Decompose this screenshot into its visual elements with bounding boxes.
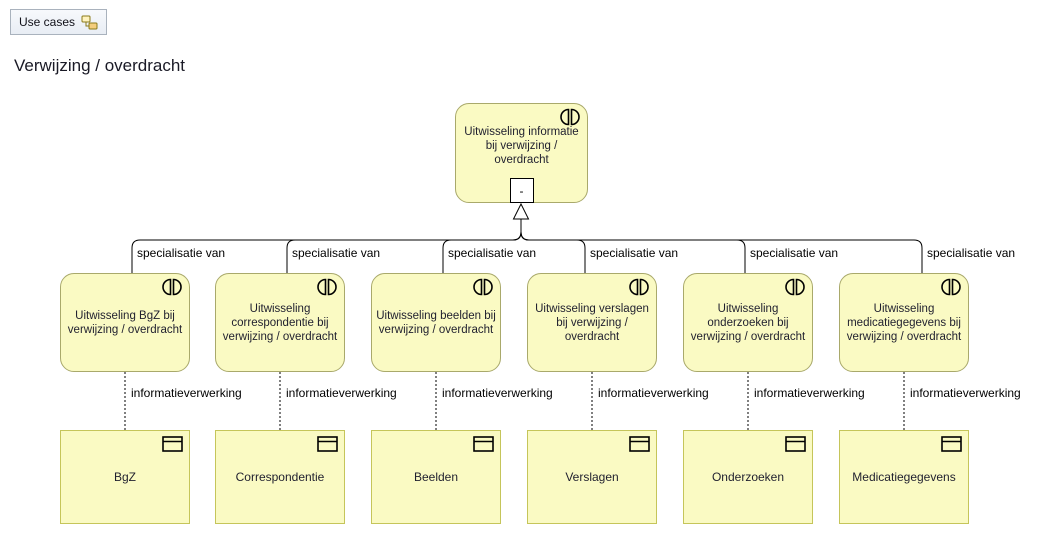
specialization-label: specialisatie van [292,246,381,260]
association-label: informatieverwerking [754,386,865,400]
object-label: Beelden [413,470,459,484]
object-label: Correspondentie [235,470,325,484]
specialization-label: specialisatie van [137,246,226,260]
usecase-label: Uitwisseling onderzoeken bij verwijzing … [690,302,806,343]
interaction-icon [316,278,338,296]
specialization-label: specialisatie van [927,246,1016,260]
usecase-label: Uitwisseling medicatiegegevens bij verwi… [846,302,962,343]
object-verslagen[interactable]: Verslagen [527,430,657,524]
object-beelden[interactable]: Beelden [371,430,501,524]
object-label: Medicatiegegevens [852,470,956,484]
usecase-label: Uitwisseling beelden bij verwijzing / ov… [376,309,496,336]
use-cases-button[interactable]: Use cases [10,9,108,35]
object-correspondentie[interactable]: Correspondentie [215,430,345,524]
specialization-label: specialisatie van [448,246,537,260]
interaction-icon [472,278,494,296]
association-label: informatieverwerking [442,386,553,400]
business-object-icon [629,436,650,452]
interaction-icon [559,108,581,126]
interaction-icon [784,278,806,296]
usecase-correspondentie[interactable]: Uitwisseling correspondentie bij verwijz… [215,273,345,372]
usecase-bgz[interactable]: Uitwisseling BgZ bij verwijzing / overdr… [60,273,190,372]
collapse-toggle[interactable]: - [509,178,534,203]
specialization-connector [520,219,923,273]
usecase-parent[interactable]: Uitwisseling informatie bij verwijzing /… [455,103,588,203]
usecase-label: Uitwisseling correspondentie bij verwijz… [222,302,338,343]
specialization-label: specialisatie van [750,246,839,260]
object-bgz[interactable]: BgZ [60,430,190,524]
object-label: Verslagen [565,470,619,484]
usecase-label: Uitwisseling verslagen bij verwijzing / … [535,302,649,343]
interaction-icon [628,278,650,296]
object-onderzoeken[interactable]: Onderzoeken [683,430,813,524]
use-cases-button-label: Use cases [19,15,76,29]
object-label: Onderzoeken [711,470,785,484]
object-label: BgZ [113,470,136,484]
association-label: informatieverwerking [910,386,1021,400]
usecase-label: Uitwisseling BgZ bij verwijzing / overdr… [67,309,183,336]
usecase-medicatiegegevens[interactable]: Uitwisseling medicatiegegevens bij verwi… [839,273,969,372]
specialization-arrowhead [512,202,530,220]
specialization-label: specialisatie van [590,246,679,260]
association-label: informatieverwerking [286,386,397,400]
usecase-label: Uitwisseling informatie bij verwijzing /… [464,126,579,166]
usecase-verslagen[interactable]: Uitwisseling verslagen bij verwijzing / … [527,273,657,372]
interaction-icon [940,278,962,296]
object-medicatiegegevens[interactable]: Medicatiegegevens [839,430,969,524]
business-object-icon [941,436,962,452]
association-label: informatieverwerking [598,386,709,400]
interaction-icon [161,278,183,296]
business-object-icon [162,436,183,452]
business-object-icon [473,436,494,452]
diagram-icon [81,15,98,30]
association-label: informatieverwerking [131,386,242,400]
usecase-beelden[interactable]: Uitwisseling beelden bij verwijzing / ov… [371,273,501,372]
business-object-icon [317,436,338,452]
business-object-icon [785,436,806,452]
page-title: Verwijzing / overdracht [14,56,186,75]
usecase-onderzoeken[interactable]: Uitwisseling onderzoeken bij verwijzing … [683,273,813,372]
